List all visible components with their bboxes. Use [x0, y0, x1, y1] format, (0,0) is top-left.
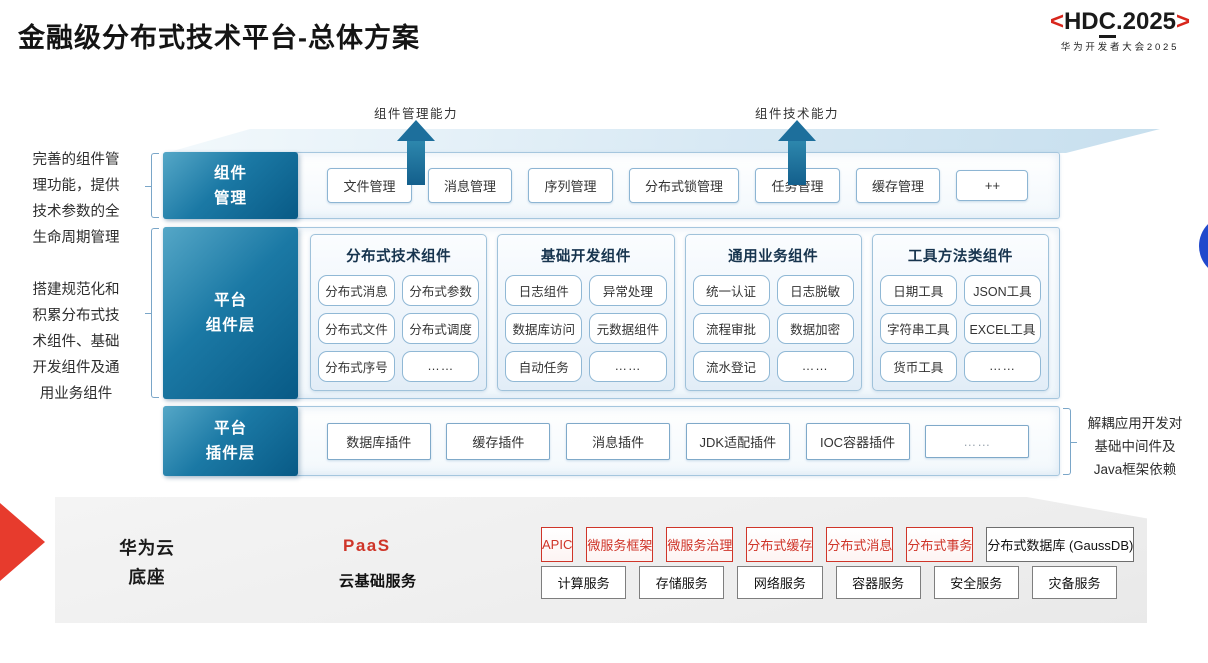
layer-component-management: 组件 管理 文件管理 消息管理 序列管理 分布式锁管理 任务管理 缓存管理 ++	[163, 152, 1060, 219]
component-item-box: 流程审批	[692, 312, 770, 344]
component-item-box: 元数据组件	[589, 312, 667, 344]
logo-subtitle: 华为开发者大会2025	[1060, 42, 1180, 53]
huawei-cloud-foundation: 华为云 底座 PaaS 云基础服务 APIC 微服务框架 微服务治理 分布式缓存…	[55, 497, 1147, 623]
stack-top-face	[166, 129, 1160, 153]
component-item-box: 分布式文件	[318, 312, 396, 344]
component-group: 分布式技术组件 分布式消息 分布式参数 分布式文件 分布式调度	[310, 233, 488, 391]
component-item-box: 日志脱敏	[776, 274, 854, 306]
layer-label-component-management: 组件 管理	[163, 152, 298, 219]
left-bracket-row1	[145, 153, 159, 218]
logo-text-post: .2025	[1115, 8, 1177, 35]
layer-platform-components: 平台 组件层 分布式技术组件 分布式消息 分布式参数 分布式	[163, 227, 1060, 399]
plugin-item-box: 数据库插件	[326, 422, 431, 460]
component-item-box: ……	[402, 350, 480, 382]
component-item-box: 数据库访问	[505, 312, 583, 344]
foundation-label: 华为云 底座	[119, 538, 175, 587]
logo-text-underlined-c: C	[1098, 8, 1116, 38]
component-item-box: 分布式序号	[318, 350, 396, 382]
plugin-item-box: 缓存插件	[446, 422, 551, 460]
component-group: 基础开发组件 日志组件 异常处理 数据库访问 元数据组件	[497, 233, 675, 391]
cloud-service-box: 计算服务	[541, 566, 627, 599]
paas-item-box: 分布式缓存	[746, 527, 814, 562]
component-item-box: 流水登记	[692, 350, 770, 382]
cloud-services-label: 云基础服务	[339, 573, 417, 590]
component-item-box: EXCEL工具	[963, 312, 1041, 344]
management-item-box: 缓存管理	[855, 168, 940, 203]
cloud-service-box: 安全服务	[933, 566, 1019, 599]
cloud-service-items: 计算服务 存储服务 网络服务 容器服务 安全服务 灾备服务	[541, 566, 1118, 599]
right-bracket-row3	[1063, 408, 1077, 475]
paas-item-box: 微服务框架	[586, 527, 654, 562]
note-decouple-dependency: 解耦应用开发对 基础中间件及 Java框架依赖	[1087, 416, 1183, 477]
component-item-box: 自动任务	[505, 350, 583, 382]
plugin-item-box: 消息插件	[566, 422, 671, 460]
component-item-box: 分布式消息	[318, 274, 396, 306]
component-group-grid: 日期工具 JSON工具 字符串工具 EXCEL工具 货币工具 ……	[879, 274, 1041, 382]
blue-circle-decoration	[1199, 215, 1208, 277]
plugin-item-box: JDK适配插件	[685, 422, 790, 460]
logo-text-pre: HD	[1063, 8, 1099, 35]
paas-item-box: 微服务治理	[666, 527, 734, 562]
component-item-box: 日期工具	[879, 274, 957, 306]
component-group-title: 分布式技术组件	[346, 248, 452, 265]
paas-item-box: 分布式事务	[906, 527, 974, 562]
logo-wordmark: <HDC.2025>	[1040, 8, 1200, 38]
paas-item-box: 分布式数据库 (GaussDB)	[986, 527, 1135, 562]
layer-platform-plugins: 平台 插件层 数据库插件 缓存插件 消息插件 JDK适配插件 IOC容器插件 ……	[163, 406, 1060, 476]
management-item-box: 序列管理	[528, 168, 613, 203]
paas-label: PaaS	[343, 536, 391, 555]
component-item-box: ……	[776, 350, 854, 382]
management-item-box: 分布式锁管理	[628, 168, 739, 203]
component-group-grid: 日志组件 异常处理 数据库访问 元数据组件 自动任务 ……	[505, 274, 667, 382]
component-group-title: 基础开发组件	[540, 248, 631, 265]
layer-label-platform-plugins: 平台 插件层	[163, 406, 298, 476]
component-item-box: 货币工具	[879, 350, 957, 382]
up-arrow-icon	[397, 120, 435, 185]
page-title: 金融级分布式技术平台-总体方案	[18, 23, 420, 53]
management-item-box: 消息管理	[427, 168, 512, 203]
plugin-item-box: IOC容器插件	[805, 422, 910, 460]
component-item-box: 字符串工具	[879, 312, 957, 344]
cloud-service-box: 灾备服务	[1031, 566, 1118, 599]
component-group-grid: 分布式消息 分布式参数 分布式文件 分布式调度 分布式序号 ……	[318, 274, 480, 382]
logo-left-bracket: <	[1049, 8, 1064, 35]
component-item-box: 统一认证	[692, 274, 770, 306]
cloud-service-box: 网络服务	[737, 566, 823, 599]
component-item-box: 异常处理	[589, 274, 667, 306]
component-group-title: 通用业务组件	[728, 248, 819, 265]
management-item-box: 文件管理	[327, 168, 412, 203]
component-item-box: JSON工具	[963, 274, 1041, 306]
component-item-box: 分布式调度	[402, 312, 480, 344]
logo-right-bracket: >	[1176, 8, 1191, 35]
component-group: 通用业务组件 统一认证 日志脱敏 流程审批 数据加密	[684, 233, 862, 391]
cloud-service-box: 存储服务	[639, 566, 725, 599]
component-item-box: ……	[963, 350, 1041, 382]
arrow-label-management-capability: 组件管理能力	[373, 107, 458, 121]
component-group: 工具方法类组件 日期工具 JSON工具 字符串工具 EXCEL工具	[871, 233, 1049, 391]
hdc-2025-logo: <HDC.2025> 华为开发者大会2025	[1040, 8, 1200, 53]
paas-items: APIC 微服务框架 微服务治理 分布式缓存 分布式消息 分布式事务 分布式数据…	[541, 527, 1135, 562]
arrow-label-technical-capability: 组件技术能力	[754, 107, 839, 121]
component-item-box: 数据加密	[776, 312, 854, 344]
red-arrow-icon	[0, 503, 45, 581]
component-item-box: 分布式参数	[402, 274, 480, 306]
plugin-item-box: ……	[925, 424, 1030, 458]
left-bracket-row2	[145, 228, 159, 398]
component-item-box: ……	[589, 350, 667, 382]
component-group-grid: 统一认证 日志脱敏 流程审批 数据加密 流水登记 ……	[692, 274, 854, 382]
paas-item-box: APIC	[541, 527, 574, 562]
paas-item-box: 分布式消息	[826, 527, 894, 562]
note-platform-components: 搭建规范化和 积累分布式技 术组件、基础 开发组件及通 用业务组件	[32, 282, 120, 402]
component-management-items: 文件管理 消息管理 序列管理 分布式锁管理 任务管理 缓存管理 ++	[297, 168, 1059, 203]
plugin-items: 数据库插件 缓存插件 消息插件 JDK适配插件 IOC容器插件 ……	[297, 422, 1059, 460]
layer-label-platform-components: 平台 组件层	[163, 227, 298, 399]
component-group-title: 工具方法类组件	[907, 248, 1013, 265]
management-item-box: ++	[956, 170, 1029, 201]
component-item-box: 日志组件	[505, 274, 583, 306]
component-groups: 分布式技术组件 分布式消息 分布式参数 分布式文件 分布式调度	[297, 225, 1059, 402]
up-arrow-icon	[778, 120, 816, 185]
cloud-service-box: 容器服务	[835, 566, 921, 599]
note-component-management: 完善的组件管 理功能，提供 技术参数的全 生命周期管理	[32, 152, 120, 246]
